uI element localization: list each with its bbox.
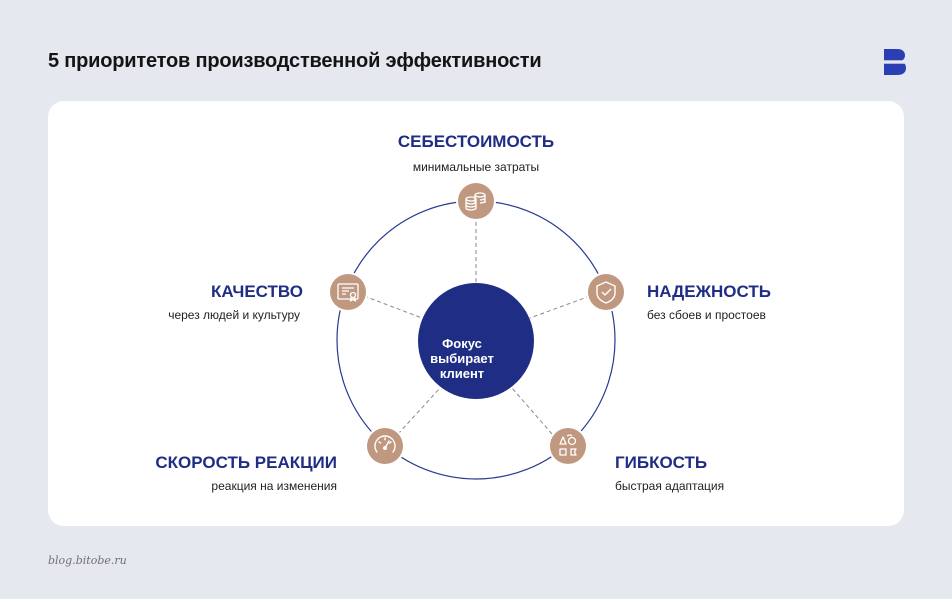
center-line-1: Фокус: [442, 335, 482, 351]
node-reliability: [586, 272, 626, 312]
label-cost-subtitle: минимальные затраты: [412, 160, 540, 174]
label-flexibility-title: ГИБКОСТЬ: [615, 453, 708, 472]
node-speed: [365, 426, 405, 466]
label-speed-subtitle: реакция на изменения: [211, 479, 337, 493]
page-title: 5 приоритетов производственной эффективн…: [48, 50, 542, 72]
connector-speed: [397, 387, 441, 435]
connector-quality: [363, 295, 423, 319]
node-quality: [328, 272, 368, 312]
shield-check-icon: [596, 281, 616, 304]
connector-flexibility: [511, 387, 553, 435]
shapes-arrows-icon: [559, 434, 577, 456]
label-quality-subtitle: через людей и культуру: [168, 308, 300, 322]
source-footer: blog.bitobe.ru: [48, 554, 127, 567]
label-speed-title: СКОРОСТЬ РЕАКЦИИ: [155, 453, 337, 472]
label-quality-title: КАЧЕСТВО: [211, 282, 303, 301]
coins-icon: [465, 192, 486, 211]
bitobe-logo-icon: [884, 49, 906, 75]
label-reliability-title: НАДЕЖНОСТЬ: [647, 282, 771, 301]
label-flexibility-subtitle: быстрая адаптация: [615, 479, 725, 493]
node-flexibility: [548, 426, 588, 466]
connector-reliability: [529, 295, 591, 319]
node-cost: [456, 181, 496, 221]
center-line-2: выбирает: [430, 350, 494, 366]
speedometer-icon: [374, 435, 396, 453]
center-line-3: клиент: [439, 365, 485, 381]
label-cost-title: СЕБЕСТОИМОСТЬ: [397, 132, 555, 151]
center-circle: [418, 283, 534, 399]
certificate-icon: [337, 283, 359, 302]
center-label: Фокус выбирает клиент: [418, 318, 506, 398]
label-reliability-subtitle: без сбоев и простоев: [647, 308, 766, 322]
